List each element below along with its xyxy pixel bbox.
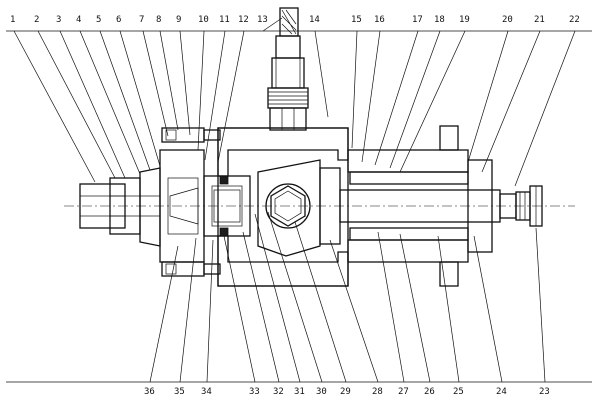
hex-nut	[270, 185, 306, 227]
label-18: 18	[434, 15, 445, 25]
label-34: 34	[201, 387, 212, 397]
packing-bottom	[349, 227, 469, 241]
label-29: 29	[340, 387, 351, 397]
label-12: 12	[238, 15, 249, 25]
label-33: 33	[249, 387, 260, 397]
top-leader-lines	[13, 17, 576, 187]
packing-top	[349, 171, 469, 185]
top-labels: 1 2 3 4 5 6 7 8 9 10 11 12 13 14 15 16 1…	[10, 15, 580, 25]
label-26: 26	[424, 387, 435, 397]
top-port	[267, 7, 309, 131]
label-32: 32	[273, 387, 284, 397]
label-11: 11	[219, 15, 230, 25]
left-flange	[159, 127, 221, 277]
label-8: 8	[156, 15, 161, 25]
label-13: 13	[257, 15, 268, 25]
bottom-leader-lines	[149, 211, 546, 383]
label-22: 22	[569, 15, 580, 25]
label-31: 31	[294, 387, 305, 397]
label-5: 5	[96, 15, 101, 25]
inlet-fitting	[79, 167, 161, 247]
main-body	[217, 127, 349, 287]
spindle	[339, 185, 543, 227]
label-4: 4	[76, 15, 81, 25]
flange-ear-top	[439, 125, 459, 151]
label-36: 36	[144, 387, 155, 397]
right-housing	[347, 125, 493, 287]
label-23: 23	[539, 387, 550, 397]
label-14: 14	[309, 15, 320, 25]
label-17: 17	[412, 15, 423, 25]
bottom-labels: 36 35 34 33 32 31 30 29 28 27 26 25 24 2…	[144, 387, 550, 397]
label-28: 28	[372, 387, 383, 397]
central-block	[257, 159, 341, 257]
label-15: 15	[351, 15, 362, 25]
label-20: 20	[502, 15, 513, 25]
label-24: 24	[496, 387, 507, 397]
label-27: 27	[398, 387, 409, 397]
label-21: 21	[534, 15, 545, 25]
label-16: 16	[374, 15, 385, 25]
label-6: 6	[116, 15, 121, 25]
label-25: 25	[453, 387, 464, 397]
label-2: 2	[34, 15, 39, 25]
label-10: 10	[198, 15, 209, 25]
label-7: 7	[139, 15, 144, 25]
label-9: 9	[176, 15, 181, 25]
flange-ear-bottom	[439, 261, 459, 287]
label-1: 1	[10, 15, 15, 25]
label-19: 19	[459, 15, 470, 25]
label-30: 30	[316, 387, 327, 397]
label-3: 3	[56, 15, 61, 25]
label-35: 35	[174, 387, 185, 397]
